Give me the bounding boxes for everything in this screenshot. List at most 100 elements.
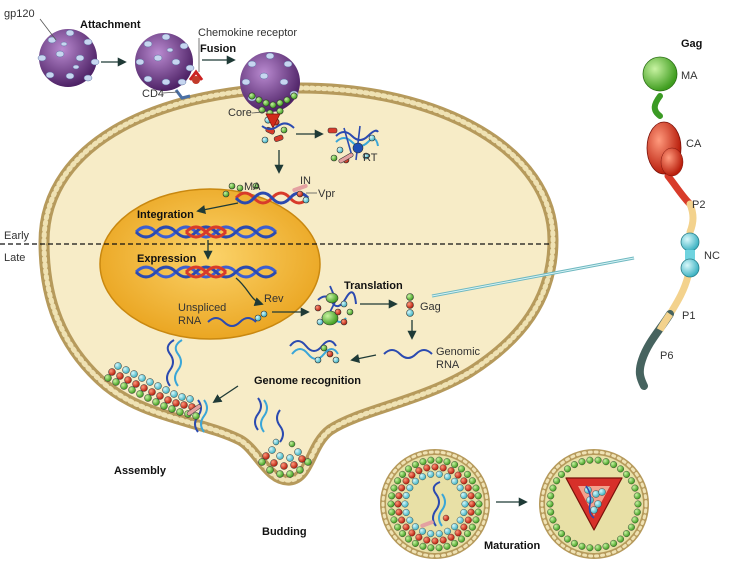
gag-bead [395, 492, 403, 500]
gag-bead [472, 516, 480, 524]
unspliced-rna-strand [207, 317, 257, 327]
translation-ribosomes [314, 285, 357, 326]
gag-bead [558, 470, 566, 478]
gag-bead [468, 500, 476, 508]
gag-bead [443, 542, 451, 550]
gag-bead [558, 530, 566, 538]
gag-bead [401, 500, 409, 508]
gag-bead [627, 477, 635, 485]
gag-label-p2: P2 [692, 199, 705, 211]
label-core: Core [228, 107, 252, 119]
gag-bead [464, 530, 472, 538]
gag-bead [474, 492, 482, 500]
gag-bead [475, 500, 483, 508]
gag-bead [411, 539, 419, 547]
gag-bead [586, 544, 594, 552]
gag-bead [454, 529, 462, 537]
gag-bead [631, 516, 639, 524]
gag-bead [610, 461, 618, 469]
gag-bead [390, 484, 398, 492]
gag-bead [447, 533, 455, 541]
gag-bead [399, 530, 407, 538]
arrow-to-rev [235, 277, 264, 307]
gag-bead [406, 484, 414, 492]
label-chemokine-receptor: Chemokine receptor [198, 27, 297, 39]
label-late: Late [4, 252, 25, 264]
label-maturation: Maturation [484, 540, 541, 552]
gag-bead [419, 527, 427, 535]
label-rev: Rev [264, 293, 284, 305]
label-translation: Translation [344, 280, 403, 292]
fusing-virion [240, 52, 300, 129]
gag-bead [564, 465, 572, 473]
gag-bead [419, 542, 427, 550]
gag-bead [388, 508, 396, 516]
gag-bead [435, 544, 443, 552]
gag-bead [427, 530, 435, 538]
gag-label-ma: MA [681, 70, 698, 82]
gag-bead [468, 523, 476, 531]
gag-domain-nc [680, 232, 700, 252]
label-cd4: CD4 [142, 88, 164, 100]
gag-bead [458, 535, 466, 543]
gag-bead [439, 536, 447, 544]
gag-bead [423, 464, 431, 472]
gag-bead [549, 484, 557, 492]
gag-bead [394, 523, 402, 531]
gag-bead [405, 535, 413, 543]
label-assembly: Assembly [114, 465, 167, 477]
label-vpr: Vpr [318, 188, 335, 200]
gag-bead [472, 484, 480, 492]
gag-bead [451, 539, 459, 547]
gag-bead [398, 516, 406, 524]
label-ma: MA [244, 181, 261, 193]
gag-bead [467, 508, 475, 516]
gag-bead [602, 542, 610, 550]
gag-bead [467, 492, 475, 500]
gag-bead [388, 492, 396, 500]
gag-bead [464, 484, 472, 492]
label-attachment: Attachment [80, 19, 141, 31]
gag-bead [456, 484, 464, 492]
gag-bead [594, 544, 602, 552]
gag-bead [461, 500, 469, 508]
gag-bead [458, 465, 466, 473]
gag-bead [547, 508, 555, 516]
gag-bead [431, 463, 439, 471]
gag-bead [444, 527, 452, 535]
gag-bead [439, 464, 447, 472]
gag-bead [460, 477, 468, 485]
gag-bead [454, 471, 462, 479]
rev-protein [254, 310, 268, 322]
gag-bead [610, 539, 618, 547]
gag-bead [411, 523, 419, 531]
label-in: IN [300, 175, 311, 187]
assembly-complex [104, 339, 208, 433]
gag-bead [451, 523, 459, 531]
label-genome-recognition: Genome recognition [254, 375, 361, 387]
gag-bead [570, 461, 578, 469]
gag-bead [549, 516, 557, 524]
gag-bead [387, 500, 395, 508]
gag-bead [443, 458, 451, 466]
reverse-transcription-complex [327, 125, 379, 164]
gag-bead [415, 533, 423, 541]
gag-domain-ma [642, 56, 678, 92]
gag-bead [553, 477, 561, 485]
gag-bead [435, 530, 443, 538]
gag-bead [411, 477, 419, 485]
gag-bead [402, 509, 410, 517]
gag-bead [623, 530, 631, 538]
immature-virion [380, 449, 490, 559]
gag-bead [460, 509, 468, 517]
genome-recognition-complex [289, 340, 340, 364]
label-gag-small: Gag [420, 301, 441, 313]
gag-bead [468, 477, 476, 485]
gag-bead [415, 467, 423, 475]
gag-bead [394, 477, 402, 485]
expression-dna [134, 265, 278, 279]
gag-bead [617, 465, 625, 473]
gag-bead [427, 456, 435, 464]
gag-bead [451, 477, 459, 485]
